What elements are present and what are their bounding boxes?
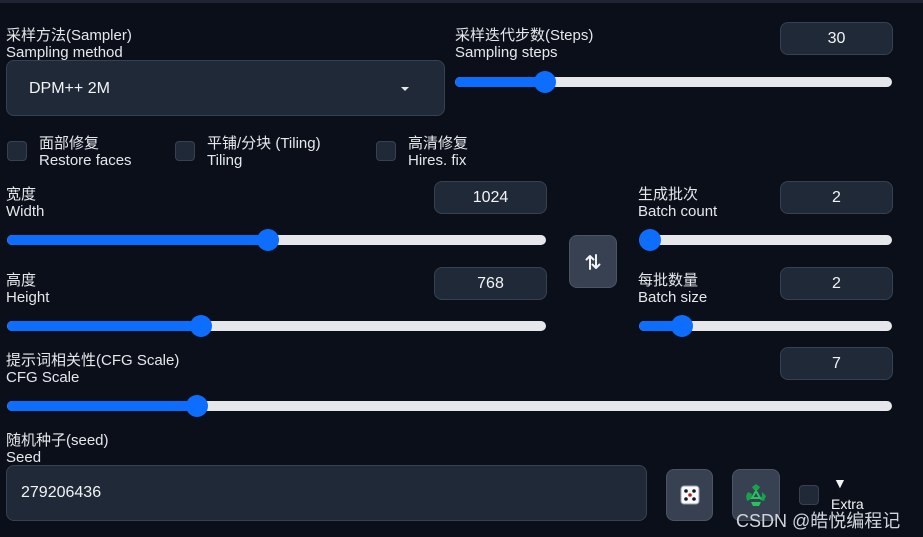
width-slider[interactable] <box>7 229 546 251</box>
height-number-input[interactable]: 768 <box>434 267 547 300</box>
restore-faces-checkbox[interactable] <box>7 141 27 161</box>
cfg-label-en: CFG Scale <box>6 369 80 386</box>
batch-size-slider-fill <box>639 321 682 331</box>
sampler-value: DPM++ 2M <box>29 80 110 97</box>
sampler-label-en: Sampling method <box>6 44 123 61</box>
cfg-slider-fill <box>7 401 198 411</box>
width-slider-thumb[interactable] <box>257 229 280 251</box>
height-slider-fill <box>7 321 202 331</box>
extra-label[interactable]: Extra <box>831 496 864 512</box>
steps-slider-thumb[interactable] <box>533 71 556 93</box>
cfg-label-cn: 提示词相关性(CFG Scale) <box>6 352 180 369</box>
batch-count-slider-thumb[interactable] <box>639 229 662 251</box>
restore-faces-label-cn: 面部修复 <box>39 135 100 152</box>
caret-down-icon <box>401 87 409 91</box>
steps-number-input[interactable]: 30 <box>780 22 893 55</box>
hires-fix-label-en: Hires. fix <box>408 152 467 169</box>
hires-fix-checkbox[interactable] <box>376 141 396 161</box>
extra-checkbox[interactable] <box>799 485 819 505</box>
batch-count-label-cn: 生成批次 <box>638 186 699 203</box>
batch-size-slider-thumb[interactable] <box>671 315 693 337</box>
seed-label-cn: 随机种子(seed) <box>6 432 109 449</box>
sampler-dropdown[interactable]: DPM++ 2M <box>6 60 445 116</box>
cfg-number-input[interactable]: 7 <box>780 347 893 380</box>
restore-faces-label-en: Restore faces <box>39 152 132 169</box>
steps-label-en: Sampling steps <box>455 44 558 61</box>
recycle-icon <box>746 484 766 506</box>
seed-label-en: Seed <box>6 449 42 466</box>
random-seed-button[interactable] <box>666 469 713 521</box>
cfg-slider[interactable] <box>7 395 892 417</box>
cfg-slider-thumb[interactable] <box>186 395 209 417</box>
reuse-seed-button[interactable] <box>732 469 780 521</box>
steps-slider-fill <box>455 77 545 87</box>
width-number-input[interactable]: 1024 <box>434 181 547 214</box>
batch-size-label-cn: 每批数量 <box>638 272 699 289</box>
steps-slider[interactable] <box>455 71 892 93</box>
top-divider <box>0 0 923 3</box>
steps-label-cn: 采样迭代步数(Steps) <box>455 27 594 44</box>
height-label-cn: 高度 <box>6 272 37 289</box>
height-slider-thumb[interactable] <box>190 315 213 337</box>
batch-count-number-input[interactable]: 2 <box>780 181 893 214</box>
width-label-en: Width <box>6 203 45 220</box>
extra-expand-icon[interactable]: ▼ <box>833 475 847 491</box>
batch-size-number-input[interactable]: 2 <box>780 267 893 300</box>
seed-value: 279206436 <box>21 484 102 501</box>
tiling-label-cn: 平铺/分块 (Tiling) <box>207 135 321 152</box>
swap-arrows-icon <box>585 253 601 270</box>
tiling-checkbox[interactable] <box>175 141 195 161</box>
watermark-text: CSDN @皓悦编程记 <box>736 511 901 531</box>
seed-input[interactable]: 279206436 <box>6 465 647 521</box>
tiling-label-en: Tiling <box>207 152 243 169</box>
swap-dimensions-button[interactable] <box>569 235 617 288</box>
width-slider-fill <box>7 235 269 245</box>
batch-size-slider[interactable] <box>639 315 892 337</box>
sampler-label-cn: 采样方法(Sampler) <box>6 27 132 44</box>
height-label-en: Height <box>6 289 50 306</box>
hires-fix-label-cn: 高清修复 <box>408 135 469 152</box>
batch-size-label-en: Batch size <box>638 289 708 306</box>
width-label-cn: 宽度 <box>6 186 37 203</box>
batch-count-slider[interactable] <box>639 229 892 251</box>
dice-icon <box>680 485 699 505</box>
height-slider[interactable] <box>7 315 546 337</box>
batch-count-label-en: Batch count <box>638 203 718 220</box>
